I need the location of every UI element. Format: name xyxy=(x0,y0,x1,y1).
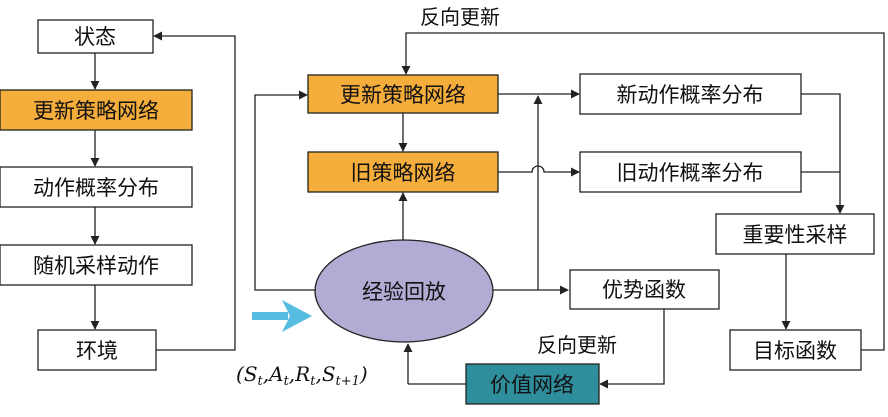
inflow-arrow xyxy=(252,300,312,332)
node-advantage-label: 优势函数 xyxy=(602,278,686,302)
node-update-policy-center-label: 更新策略网络 xyxy=(340,83,466,107)
node-old-dist-label: 旧动作概率分布 xyxy=(617,161,764,185)
node-update-policy-left: 更新策略网络 xyxy=(0,89,193,131)
node-importance: 重要性采样 xyxy=(715,213,875,255)
node-environment-label: 环境 xyxy=(76,339,118,363)
label-reverse-update-top: 反向更新 xyxy=(420,5,500,29)
node-sample-action-label: 随机采样动作 xyxy=(33,254,159,278)
node-action-dist-label: 动作概率分布 xyxy=(33,176,159,200)
arrow-objective-to-update xyxy=(401,32,885,351)
node-old-policy-label: 旧策略网络 xyxy=(351,161,456,185)
node-action-dist: 动作概率分布 xyxy=(0,166,193,208)
label-reverse-update-bottom: 反向更新 xyxy=(537,333,617,357)
node-update-policy-left-label: 更新策略网络 xyxy=(33,99,159,123)
arrow-old-to-olddist xyxy=(498,165,580,177)
arrow-newdist-to-importance xyxy=(801,93,845,214)
node-old-dist: 旧动作概率分布 xyxy=(579,151,802,193)
node-update-policy-center: 更新策略网络 xyxy=(307,74,499,114)
node-sample-action: 随机采样动作 xyxy=(0,244,193,286)
sample-tuple: (St,At,Rt,St+1) xyxy=(236,362,368,389)
arrow-advantage-to-value xyxy=(599,309,665,389)
node-replay: 经验回放 xyxy=(314,239,494,343)
node-value-net: 价值网络 xyxy=(465,363,600,405)
node-objective-label: 目标函数 xyxy=(753,339,837,363)
node-importance-label: 重要性采样 xyxy=(743,223,848,247)
node-state: 状态 xyxy=(37,19,154,54)
node-old-policy: 旧策略网络 xyxy=(307,151,499,193)
node-new-dist-label: 新动作概率分布 xyxy=(617,83,764,107)
node-environment: 环境 xyxy=(37,329,157,371)
arrow-replay-to-update xyxy=(254,90,316,291)
node-replay-label: 经验回放 xyxy=(362,280,446,304)
node-value-net-label: 价值网络 xyxy=(490,373,574,397)
node-state-label: 状态 xyxy=(74,25,116,49)
node-advantage: 优势函数 xyxy=(569,269,720,310)
node-objective: 目标函数 xyxy=(729,329,862,371)
arrow-env-to-state xyxy=(153,31,236,351)
node-new-dist: 新动作概率分布 xyxy=(579,73,802,115)
